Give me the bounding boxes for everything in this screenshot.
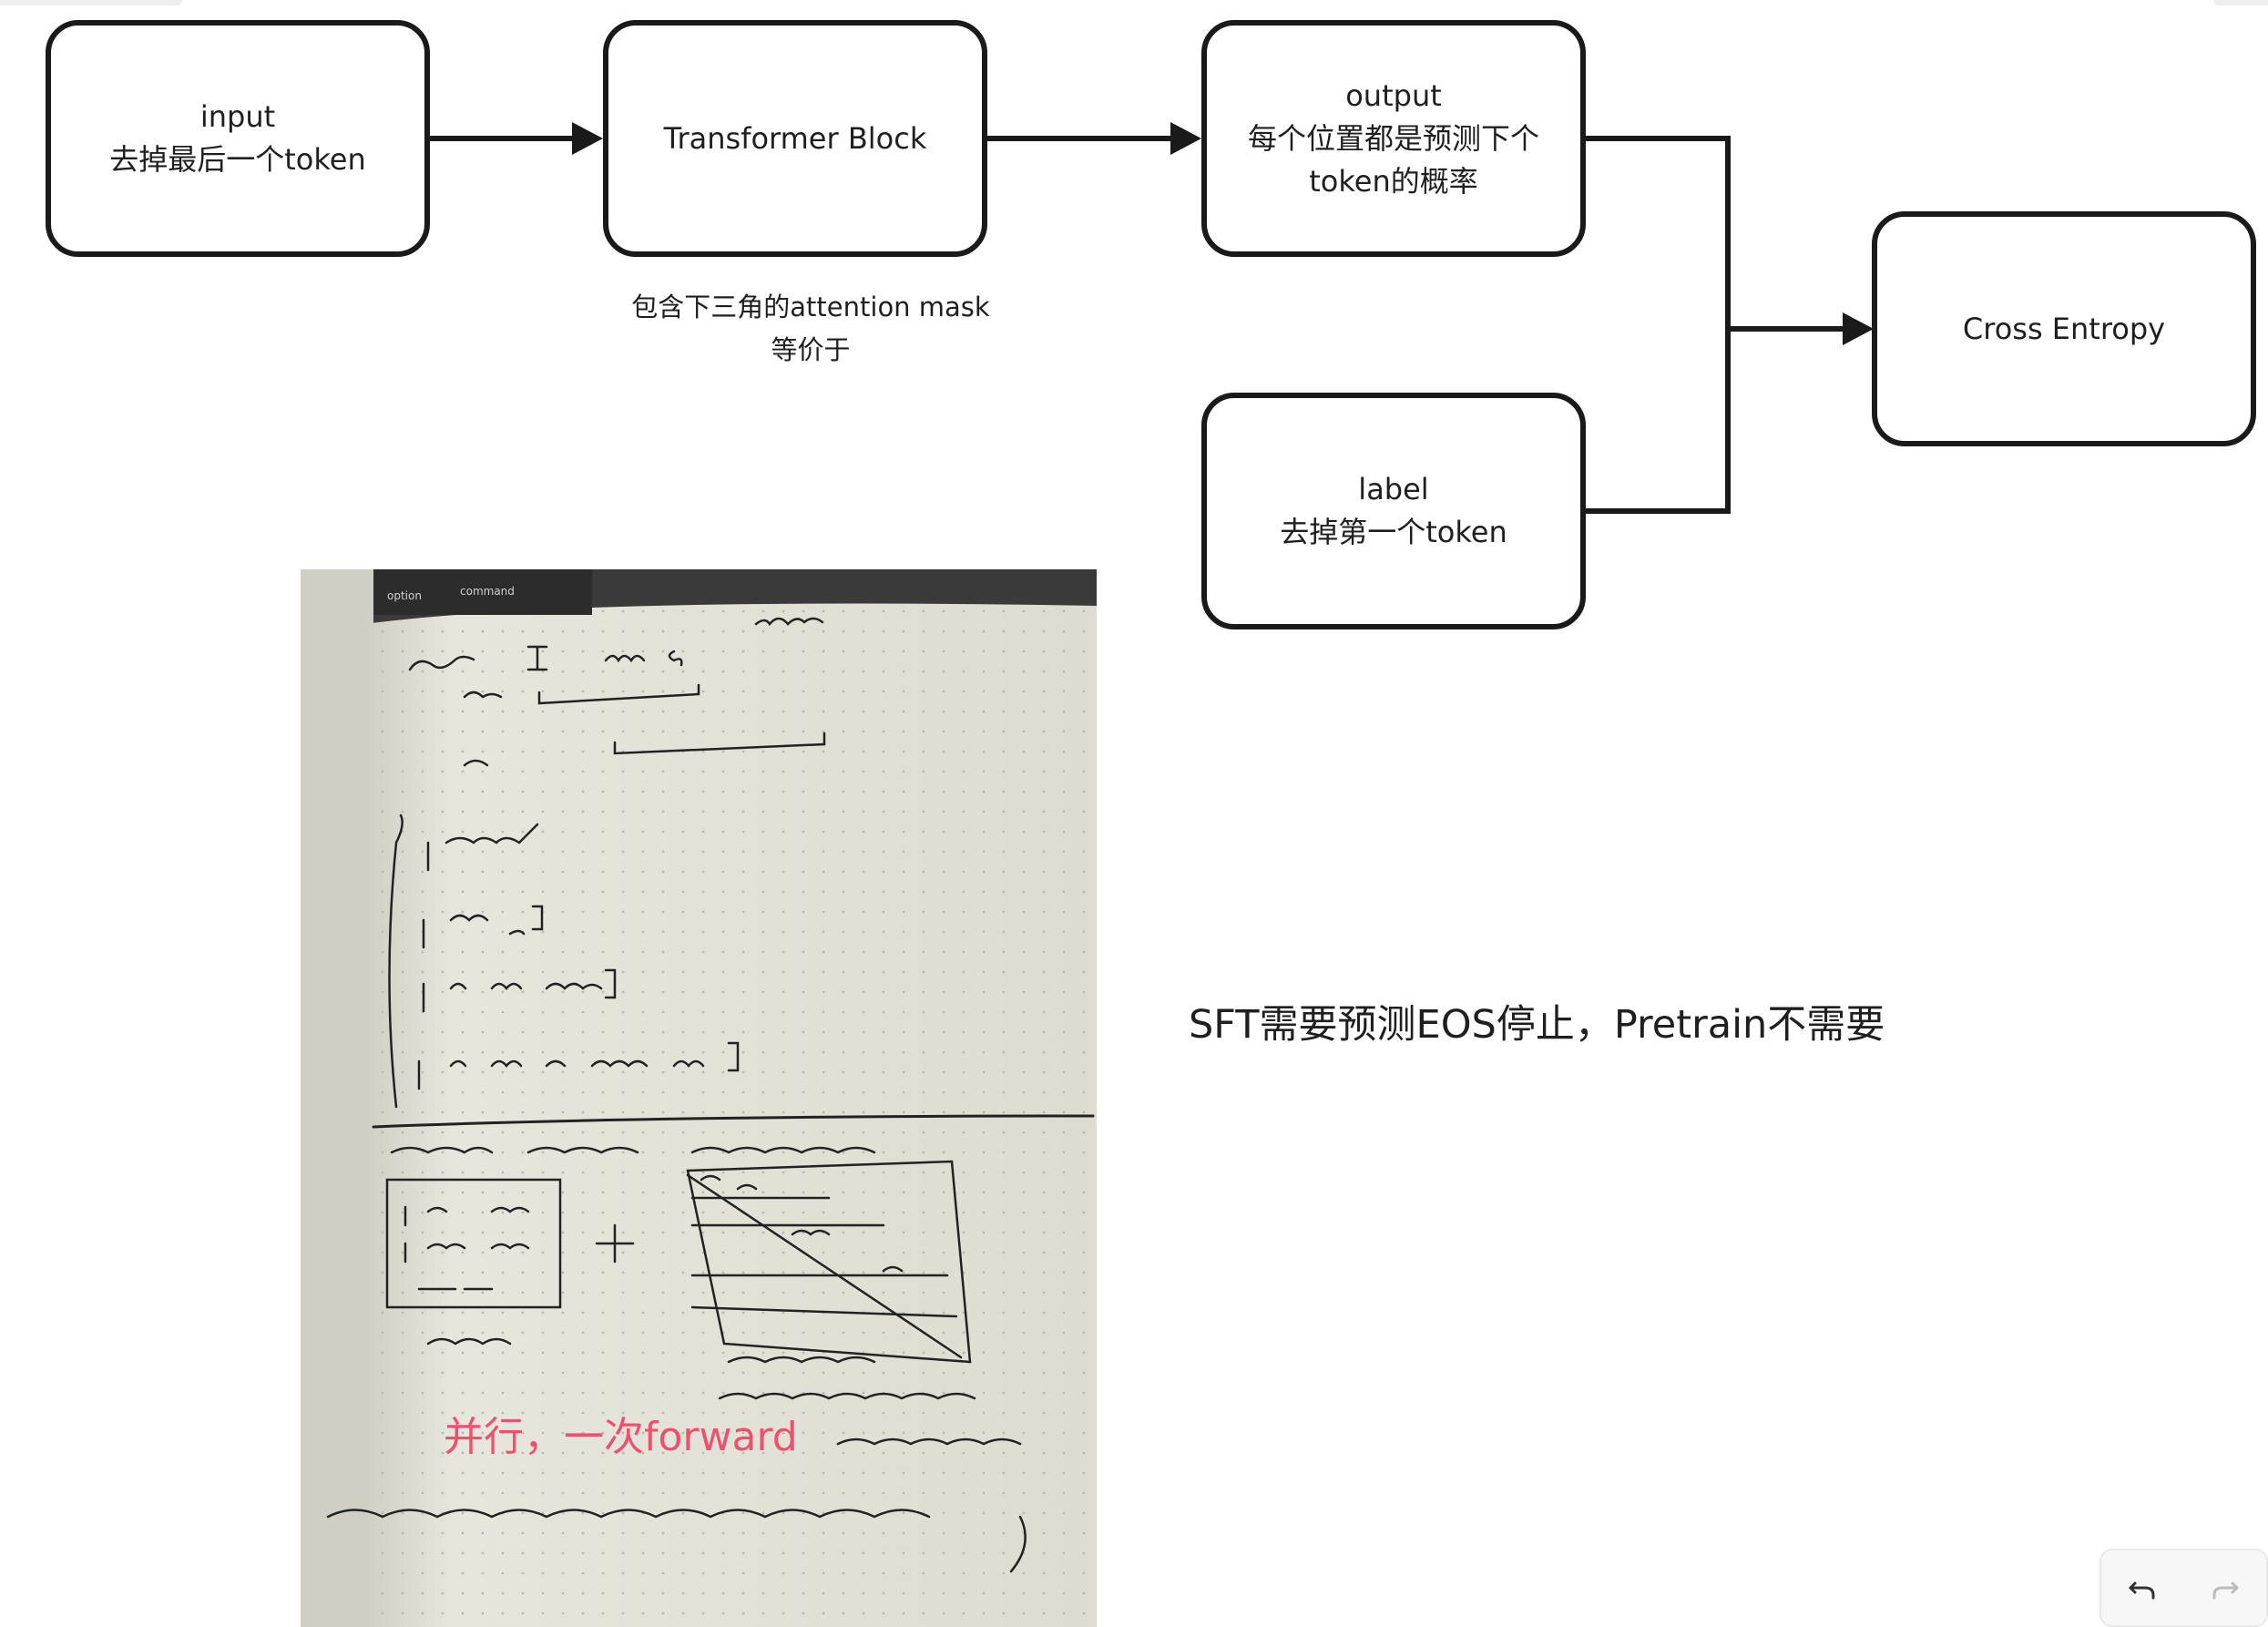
attention-mask-note-line2: 等价于 <box>771 334 851 365</box>
parallel-forward-annotation: 并行，一次forward <box>444 1414 798 1460</box>
undo-icon <box>2129 1581 2155 1600</box>
command-key-label: command <box>460 585 515 598</box>
cross-entropy-title: Cross Entropy <box>1962 311 2166 346</box>
option-key-label: option <box>387 589 422 602</box>
notebook-drawing <box>301 569 1097 1627</box>
output-node-desc-1: 每个位置都是预测下个 <box>1247 120 1539 156</box>
input-node-desc: 去掉最后一个token <box>109 142 366 177</box>
label-node-title: label <box>1358 472 1429 507</box>
sft-note[interactable]: SFT需要预测EOS停止，Pretrain不需要 <box>1189 1002 1885 1048</box>
edge-input-to-transformer[interactable] <box>428 122 603 155</box>
top-left-edge <box>0 0 182 5</box>
undo-redo-toolbar <box>2099 1549 2268 1627</box>
top-right-edge <box>2213 0 2268 5</box>
handwritten-notes-photo[interactable]: option command 并行，一次forward <box>301 569 1097 1627</box>
label-node[interactable]: label 去掉第一个token <box>1201 393 1586 629</box>
input-node[interactable]: input 去掉最后一个token <box>46 20 430 257</box>
output-node-title: output <box>1345 77 1442 113</box>
cross-entropy-node[interactable]: Cross Entropy <box>1872 211 2256 446</box>
label-node-desc: 去掉第一个token <box>1280 515 1507 549</box>
undo-button[interactable] <box>2115 1560 2170 1615</box>
transformer-block-title: Transformer Block <box>663 120 927 156</box>
transformer-block-node[interactable]: Transformer Block <box>603 20 987 257</box>
edge-output-to-cross-entropy[interactable] <box>1584 136 1874 345</box>
redo-button[interactable] <box>2198 1560 2253 1615</box>
input-node-title: input <box>199 99 276 134</box>
edge-transformer-to-output[interactable] <box>986 122 1201 155</box>
output-node-desc-2: token的概率 <box>1309 163 1478 199</box>
output-node[interactable]: output 每个位置都是预测下个 token的概率 <box>1201 20 1586 257</box>
attention-mask-note-line1: 包含下三角的attention mask <box>631 292 990 322</box>
edge-label-to-cross-entropy[interactable] <box>1584 329 1731 514</box>
redo-icon <box>2212 1581 2239 1600</box>
attention-mask-note[interactable]: 包含下三角的attention mask 等价于 <box>583 286 1038 372</box>
